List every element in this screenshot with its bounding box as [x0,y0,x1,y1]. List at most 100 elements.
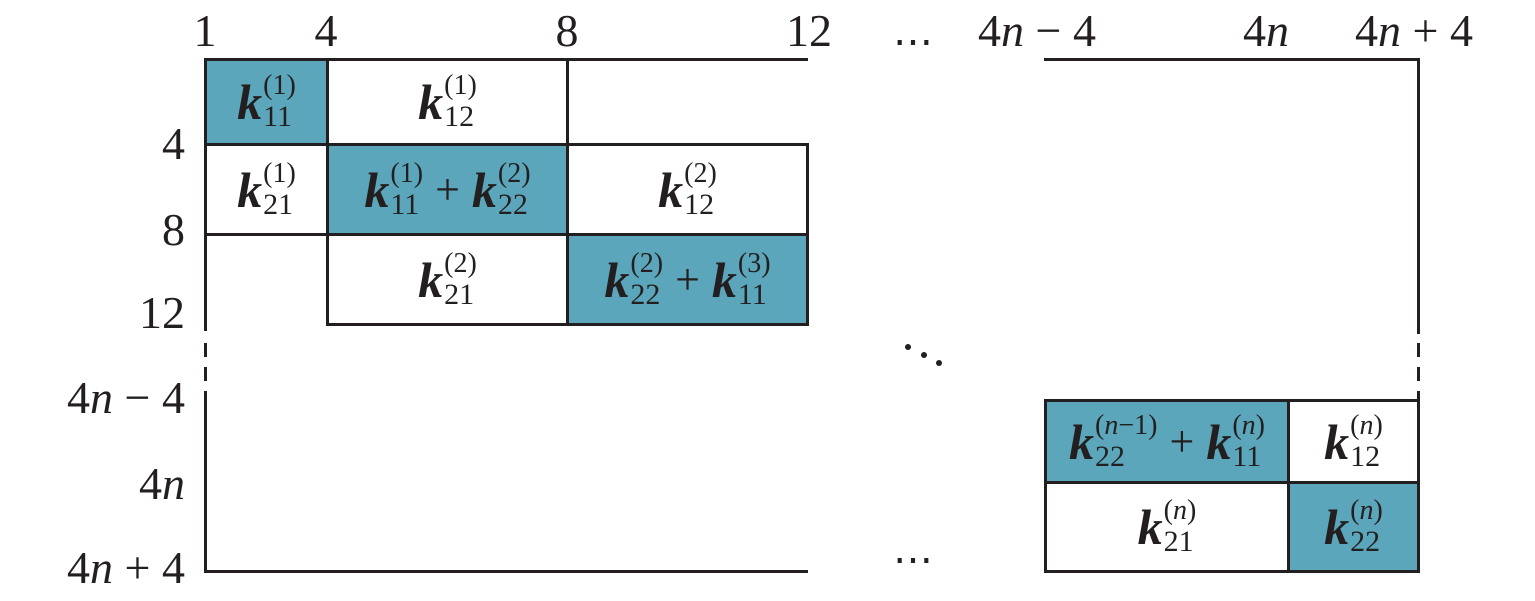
stiffness-term: k(2)22 [471,157,531,221]
cell-k21-2: k(2)21 [326,233,569,326]
stiffness-symbol: k [471,161,497,218]
cell-k22-2-plus-k11-3: k(2)22+k(3)11 [566,233,809,326]
column-ellipsis: ⋯ [893,19,937,64]
stiffness-term: k(1)11 [364,157,424,221]
stiffness-term: k(1)21 [237,157,296,221]
superscript: (1) [390,157,424,189]
superscript: (1) [263,70,296,101]
subscript: 21 [263,187,294,221]
stiffness-symbol: k [658,161,684,218]
subscript: 22 [497,187,528,221]
subscript: 22 [1350,525,1381,558]
column-label-4n: 4n [1243,5,1289,56]
superscript: (1) [263,157,296,189]
subscript: 12 [444,100,475,133]
stiffness-symbol: k [418,251,444,308]
plus-sign: + [435,164,460,214]
superscript: (n−1) [1095,409,1158,441]
subscript: 11 [263,100,293,133]
stiffness-symbol: k [237,74,263,130]
stiffness-symbol: k [1206,413,1232,470]
bottom-ellipsis: ⋯ [893,537,937,582]
stiffness-symbol: k [418,74,444,130]
column-label-4n-minus-4: 4n − 4 [978,5,1096,56]
row-label-4n-plus-4: 4n + 4 [67,542,185,593]
stiffness-symbol: k [1324,499,1350,555]
stiffness-symbol: k [1069,413,1095,470]
stiffness-symbol: k [1137,499,1163,555]
cell-k21-1: k(1)21 [204,143,329,236]
subscript: 22 [1095,439,1126,473]
cell-k12-2: k(2)12 [566,143,809,236]
cell-k12-n: k(n)12 [1287,399,1420,484]
diagonal-ellipsis-dot [921,352,927,358]
stiffness-term: k(1)12 [418,72,477,132]
subscript: 11 [1232,439,1262,473]
stiffness-term: k(n)21 [1138,497,1197,557]
cell-k21-n: k(n)21 [1044,481,1290,573]
cell-expression: k(2)12 [658,157,717,221]
stiffness-symbol: k [711,251,737,308]
row-label-8: 8 [162,204,185,255]
subscript: 11 [390,187,420,221]
matrix-left-border-lower [204,391,207,573]
cell-k22-nm1-plus-k11-n: k(n−1)22+k(n)11 [1044,399,1290,484]
superscript: (n) [1232,409,1265,441]
superscript: (1) [444,70,477,101]
matrix-bottom-border-left [204,570,808,573]
cell-expression: k(1)12 [418,72,477,132]
row-label-12: 12 [139,287,185,338]
stiffness-term: k(2)22 [604,247,664,310]
subscript: 11 [737,277,767,311]
plus-sign: + [675,254,700,304]
row-label-4n: 4n [139,458,185,509]
stiffness-term: k(3)11 [711,249,771,311]
column-label-4: 4 [314,5,338,56]
cell-expression: k(2)22+k(3)11 [604,247,771,311]
diagonal-ellipsis-dot [905,344,911,350]
subscript: 12 [684,187,715,221]
matrix-right-border-dash [1417,343,1420,357]
superscript: (2) [444,247,477,279]
column-label-1: 1 [193,5,217,56]
cell-k11-1: k(1)11 [204,58,329,146]
cell-expression: k(1)21 [237,157,296,221]
superscript: (n) [1350,495,1383,526]
stiffness-term: k(n)22 [1324,497,1383,557]
cell-expression: k(2)21 [418,247,477,311]
column-label-8: 8 [555,5,579,56]
stiffness-term: k(n)12 [1324,409,1383,473]
stiffness-symbol: k [237,161,263,218]
matrix-top-border-right [1044,58,1420,61]
cell-expression: k(n−1)22+k(n)11 [1069,409,1265,473]
superscript: (2) [630,247,664,279]
superscript: (2) [497,157,531,189]
cell-expression: k(n)21 [1138,497,1197,557]
cell-expression: k(n)22 [1324,497,1383,557]
stiffness-term: k(2)12 [658,157,717,221]
diagonal-ellipsis-dot [936,360,942,366]
row-label-4: 4 [162,118,185,169]
stiffness-symbol: k [1324,413,1350,470]
stiffness-term: k(1)11 [237,72,296,132]
superscript: (n) [1350,409,1383,441]
cell-expression: k(1)11 [237,72,296,132]
subscript: 21 [444,277,475,311]
matrix-right-border-upper [1417,58,1420,334]
superscript: (2) [684,157,717,189]
cell-k11-1-plus-k22-2: k(1)11+k(2)22 [326,143,569,236]
stiffness-symbol: k [364,161,390,218]
subscript: 12 [1350,439,1381,473]
row-label-4n-minus-4: 4n − 4 [67,372,185,423]
cell-k12-1: k(1)12 [326,58,569,146]
stiffness-term: k(2)21 [418,247,477,311]
stiffness-term: k(n)11 [1206,409,1265,473]
subscript: 21 [1163,525,1194,558]
stiffness-term: k(n−1)22 [1069,409,1158,473]
cell-expression: k(n)12 [1324,409,1383,473]
plus-sign: + [1169,416,1195,466]
matrix-right-border-dash [1417,367,1420,381]
column-label-12: 12 [786,5,832,56]
column-label-4n-plus-4: 4n + 4 [1355,5,1473,56]
